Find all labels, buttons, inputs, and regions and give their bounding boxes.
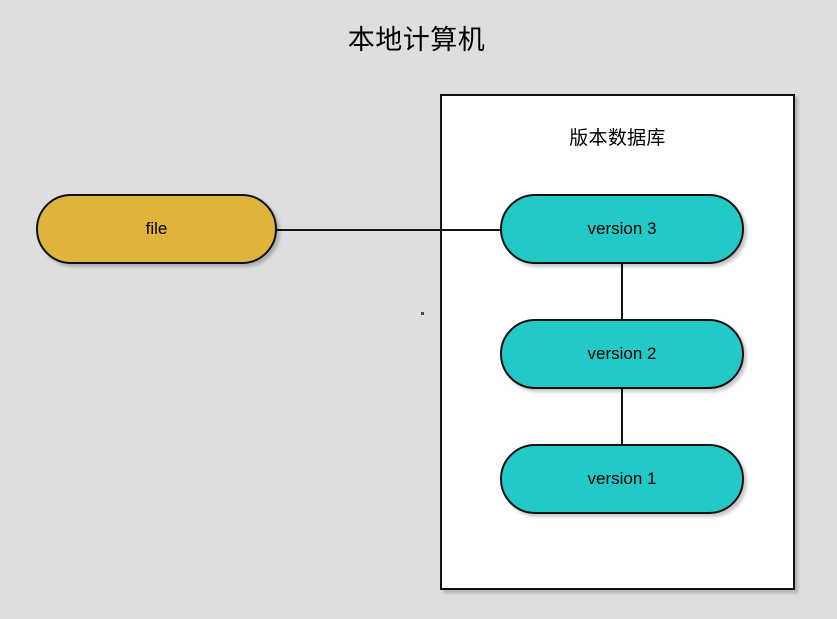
diagram-title: 本地计算机 [0, 23, 837, 57]
node-version-2-label: version 2 [587, 344, 657, 363]
node-version-1[interactable]: version 1 [500, 444, 744, 514]
version-database-label: 版本数据库 [569, 128, 666, 149]
node-version-3[interactable]: version 3 [500, 194, 744, 264]
connector-version-2-to-version-1 [621, 387, 623, 445]
node-file-label: file [145, 219, 168, 238]
connector-version-3-to-version-2 [621, 262, 623, 320]
node-version-1-label: version 1 [587, 469, 657, 488]
diagram-title-text: 本地计算机 [347, 25, 486, 55]
node-version-2[interactable]: version 2 [500, 319, 744, 389]
node-version-3-label: version 3 [587, 219, 657, 238]
node-file[interactable]: file [36, 194, 277, 264]
stray-speck-artifact [421, 312, 424, 315]
connector-file-to-version-3 [276, 229, 504, 231]
